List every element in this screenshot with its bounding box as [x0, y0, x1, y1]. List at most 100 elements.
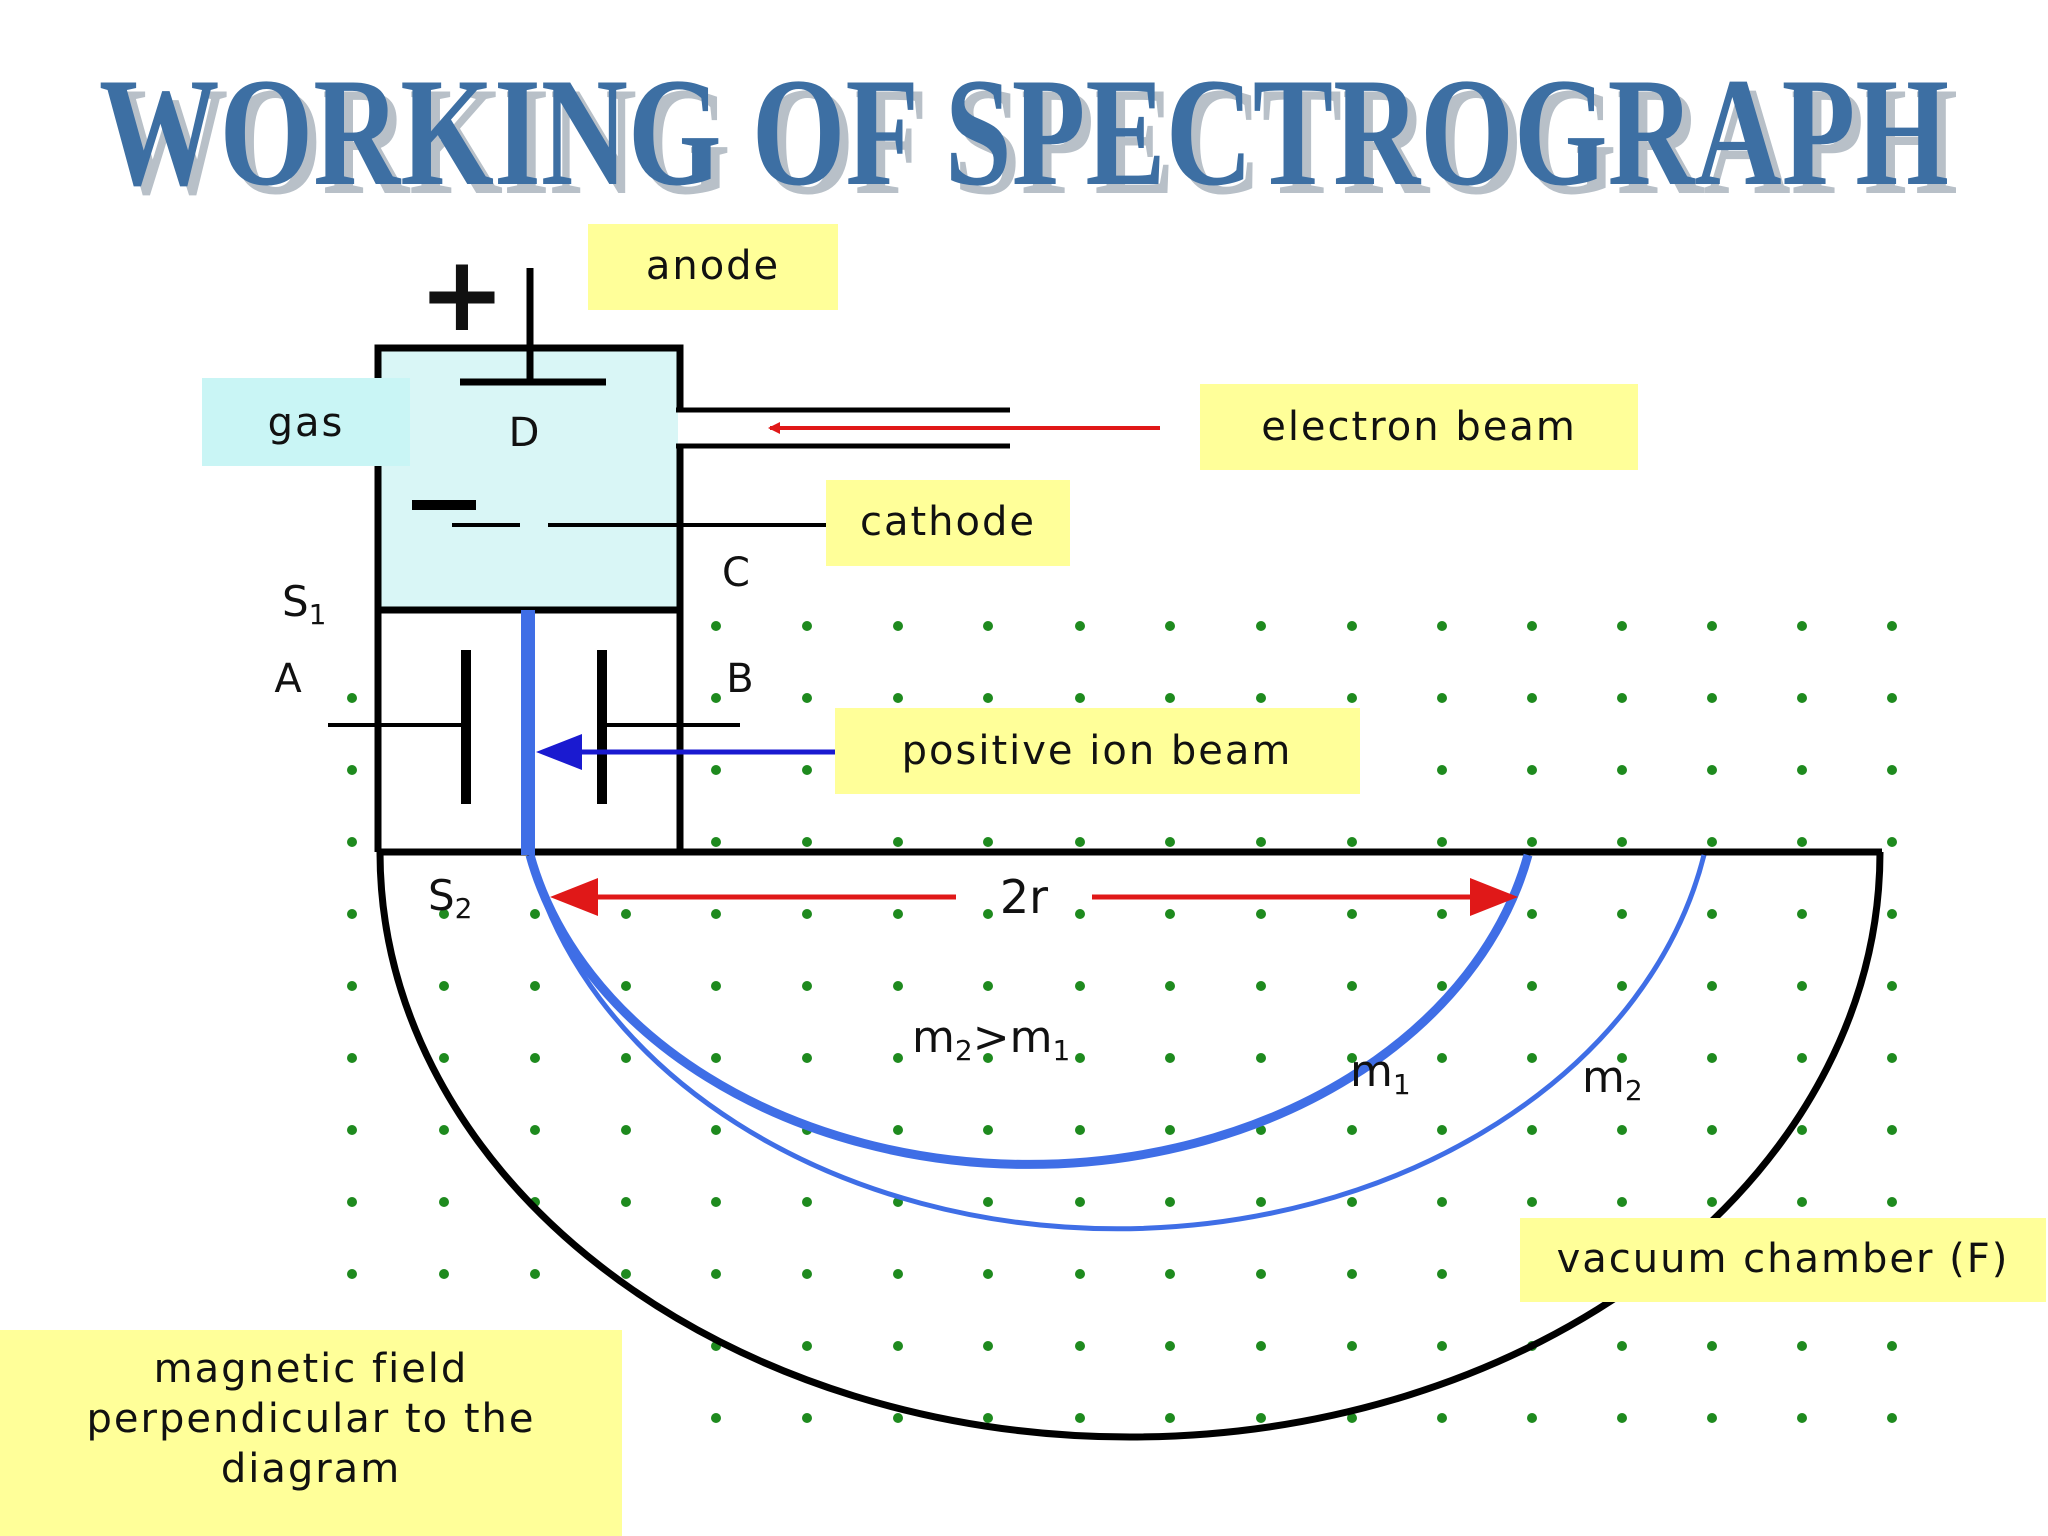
field-dot [802, 837, 812, 847]
field-dot [802, 909, 812, 919]
field-dot [1527, 765, 1537, 775]
label-D: D [509, 410, 540, 456]
field-dot [1075, 1269, 1085, 1279]
field-dot [347, 765, 357, 775]
field-dot [1617, 1053, 1627, 1063]
field-dot [1527, 981, 1537, 991]
field-dot [1527, 1197, 1537, 1207]
field-dot [1797, 765, 1807, 775]
field-dot [1075, 1197, 1085, 1207]
field-dot [1165, 693, 1175, 703]
svg-text:positive ion beam: positive ion beam [902, 728, 1293, 774]
field-dot [1617, 981, 1627, 991]
anode-plate [460, 268, 606, 386]
minus-sign [412, 500, 476, 510]
field-dot [1347, 1341, 1357, 1351]
page-title: WORKING OF SPECTROGRAPH [99, 46, 1949, 218]
field-dot [1797, 837, 1807, 847]
field-dot [1165, 837, 1175, 847]
field-dot [1887, 1053, 1897, 1063]
field-dot [347, 1269, 357, 1279]
electron-beam-tube [676, 407, 1010, 449]
field-dot [1256, 837, 1266, 847]
field-dot [1617, 837, 1627, 847]
field-dot [983, 909, 993, 919]
field-dot [1887, 1341, 1897, 1351]
field-dot [347, 1125, 357, 1135]
field-dot [983, 1197, 993, 1207]
field-dot [1797, 981, 1807, 991]
field-dot [711, 1269, 721, 1279]
field-dot [1256, 1053, 1266, 1063]
label-electron-beam: electron beam [1200, 384, 1638, 470]
field-dot [802, 621, 812, 631]
field-dot [802, 1341, 812, 1351]
field-dot [1347, 837, 1357, 847]
field-dot [1347, 981, 1357, 991]
field-dot [1797, 1053, 1807, 1063]
field-dot [1887, 1125, 1897, 1135]
label-B: B [726, 656, 753, 702]
field-dot [893, 1053, 903, 1063]
field-dot [893, 909, 903, 919]
field-dot [1165, 1413, 1175, 1423]
field-dot [1887, 909, 1897, 919]
field-dot [530, 1053, 540, 1063]
field-dot [439, 1053, 449, 1063]
label-S2: S2 [428, 871, 473, 925]
label-S1: S1 [282, 577, 327, 631]
field-dot [347, 693, 357, 703]
field-dot [1887, 1413, 1897, 1423]
field-dot [1527, 693, 1537, 703]
field-dot [1707, 765, 1717, 775]
field-dot [1347, 1269, 1357, 1279]
field-dot [1256, 1269, 1266, 1279]
field-dot [621, 909, 631, 919]
label-m1: m1 [1350, 1046, 1411, 1101]
field-dot [1075, 837, 1085, 847]
field-dot [983, 1125, 993, 1135]
field-dot [1437, 837, 1447, 847]
field-dot [1437, 1269, 1447, 1279]
label-positive-ion-beam: positive ion beam [835, 708, 1360, 794]
field-dot [1437, 909, 1447, 919]
field-dot [1617, 765, 1627, 775]
field-dot [347, 1053, 357, 1063]
field-dot [1707, 693, 1717, 703]
field-dot [1527, 1125, 1537, 1135]
field-dot [1707, 1413, 1717, 1423]
field-dot [1347, 1413, 1357, 1423]
field-dot [1256, 621, 1266, 631]
field-dot [530, 981, 540, 991]
svg-text:cathode: cathode [860, 499, 1036, 545]
field-dot [1437, 621, 1447, 631]
field-dot [1707, 1125, 1717, 1135]
field-dot [1437, 1413, 1447, 1423]
gas-chamber [378, 348, 678, 610]
field-dot [347, 909, 357, 919]
field-dot [1256, 909, 1266, 919]
field-dot [1075, 1125, 1085, 1135]
label-magnetic-field: magnetic field perpendicular to the diag… [0, 1330, 622, 1536]
field-dot [1887, 981, 1897, 991]
field-dot [1707, 1341, 1717, 1351]
field-dot [1347, 1197, 1357, 1207]
two-r-arrow [550, 878, 1518, 916]
field-dot [347, 981, 357, 991]
field-dot [711, 693, 721, 703]
field-dot [1347, 693, 1357, 703]
field-dot [1437, 1197, 1447, 1207]
label-A: A [274, 656, 302, 702]
field-dot [1527, 837, 1537, 847]
field-dot [1797, 1197, 1807, 1207]
field-dot [1797, 621, 1807, 631]
label-gas: gas [202, 378, 410, 466]
field-dot [1075, 909, 1085, 919]
svg-text:perpendicular to the: perpendicular to the [87, 1396, 536, 1442]
field-dot [621, 1269, 631, 1279]
field-dot [1165, 621, 1175, 631]
field-dot [1617, 693, 1627, 703]
field-dot [621, 1053, 631, 1063]
field-dot [347, 837, 357, 847]
ion-paths [521, 610, 1707, 1232]
